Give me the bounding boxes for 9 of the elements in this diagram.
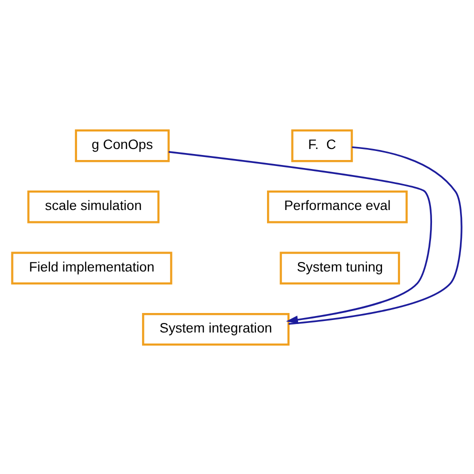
node-box: g ConOps — [74, 128, 170, 162]
node-box: Field implementation — [11, 251, 172, 284]
node-box: scale simulation — [27, 190, 160, 223]
node-box: Performance eval — [267, 190, 408, 223]
node-box: System integration — [142, 312, 290, 346]
node-box: System tuning — [280, 251, 400, 284]
connector — [288, 146, 462, 324]
arrow — [168, 150, 432, 324]
node-box: F. C — [291, 128, 353, 162]
